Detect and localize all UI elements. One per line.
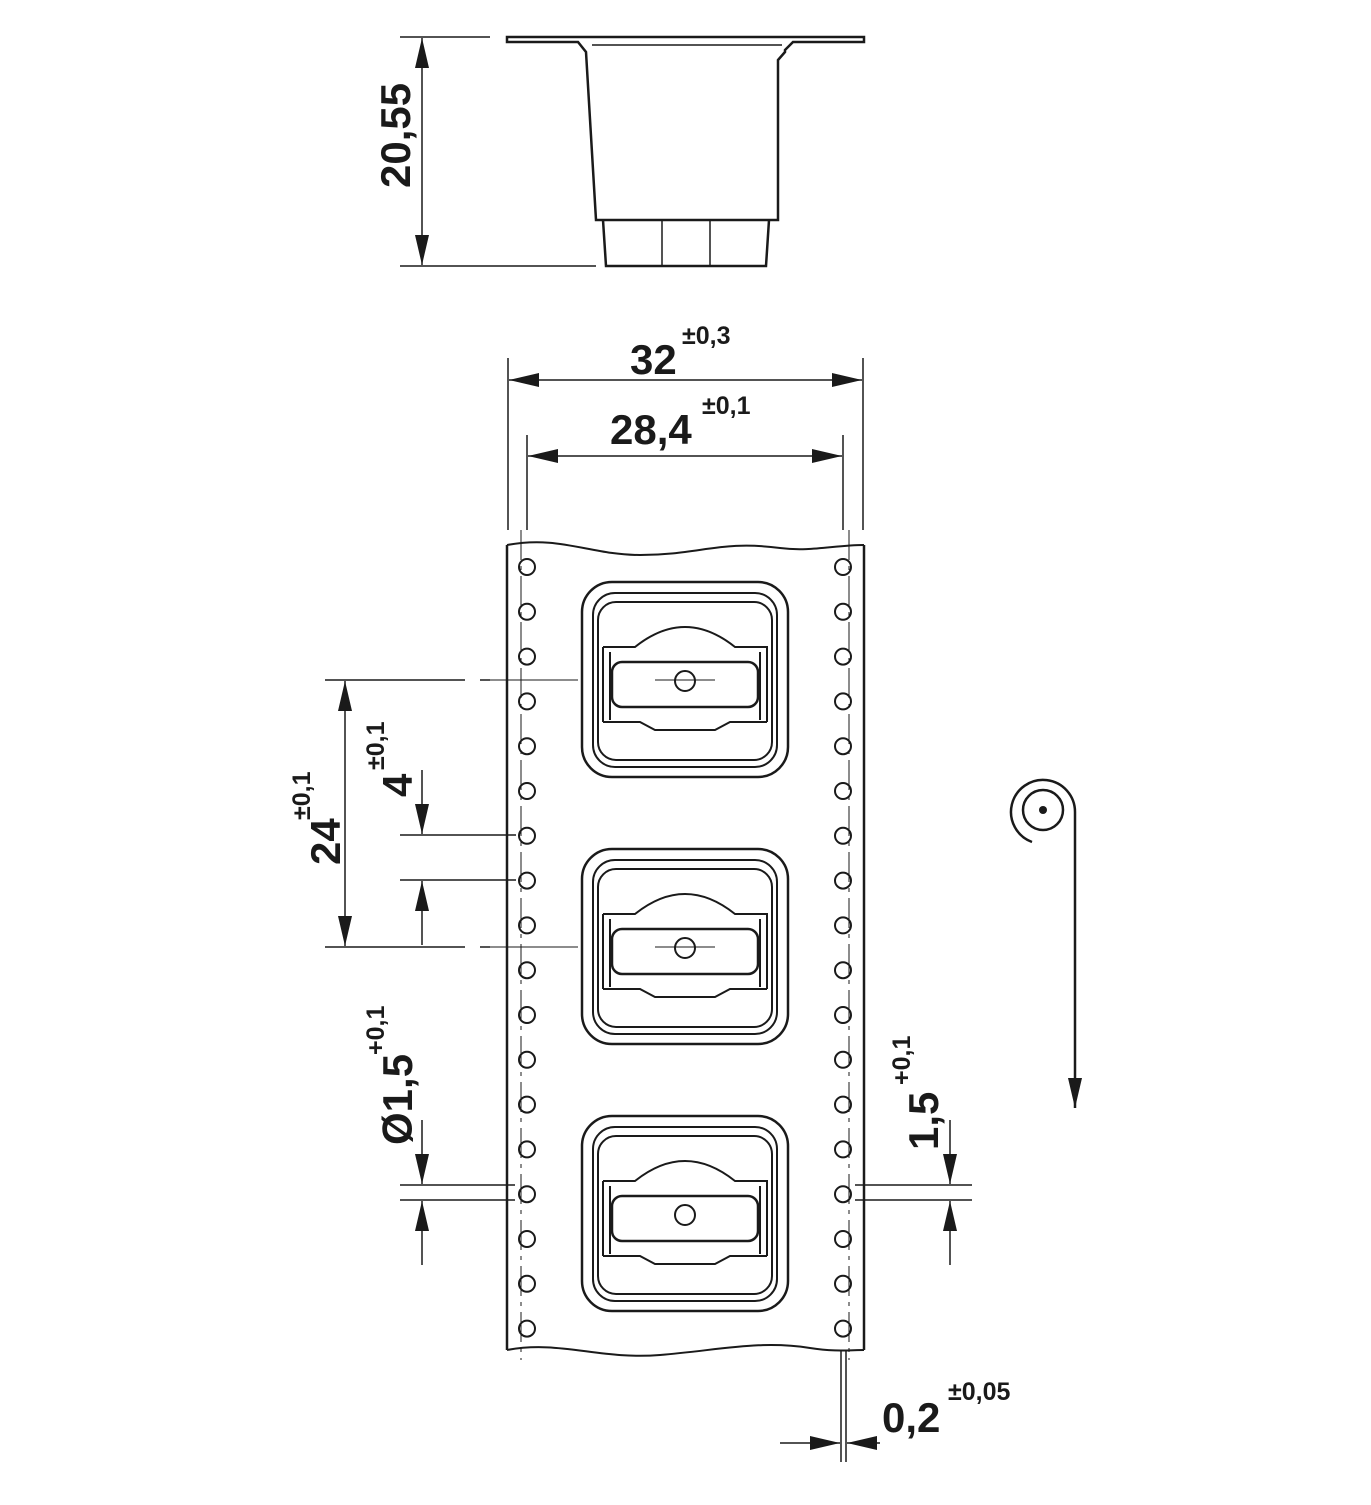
hole-diameter-tolerance: +0,1 bbox=[362, 1006, 390, 1055]
thickness-tolerance: ±0,05 bbox=[948, 1378, 1010, 1406]
hole-spacing-value: 28,4 bbox=[610, 406, 692, 453]
sprocket-hole bbox=[834, 558, 852, 576]
dimension-hole-diameter: Ø1,5 +0,1 bbox=[362, 1006, 515, 1265]
sprocket-holes-right bbox=[834, 558, 852, 1338]
sprocket-hole bbox=[834, 1274, 852, 1293]
sprocket-hole bbox=[518, 558, 536, 576]
tape-width-value: 32 bbox=[630, 336, 677, 383]
sprocket-hole bbox=[518, 782, 536, 800]
thickness-value: 0,2 bbox=[882, 1394, 940, 1441]
tape-pocket bbox=[580, 1114, 790, 1313]
hole-diameter-value: Ø1,5 bbox=[374, 1054, 421, 1145]
sprocket-hole bbox=[518, 647, 536, 666]
dimension-pocket-pitch: 24 ±0,1 bbox=[288, 679, 490, 948]
sprocket-hole bbox=[834, 782, 852, 800]
sprocket-hole bbox=[834, 1319, 852, 1338]
dimension-edge-offset: 1,5 +0,1 bbox=[855, 1036, 972, 1265]
reel-icon bbox=[1009, 778, 1077, 844]
pocket-pitch-tolerance: ±0,1 bbox=[288, 771, 316, 820]
dimension-tape-width: 32 ±0,3 bbox=[507, 322, 864, 530]
sprocket-hole bbox=[834, 1230, 852, 1248]
sprocket-hole bbox=[834, 647, 852, 666]
pocket-pitch-value: 24 bbox=[302, 818, 349, 865]
sprocket-hole bbox=[518, 602, 536, 621]
dimension-height: 20,55 bbox=[372, 36, 596, 267]
hole-pitch-tolerance: ±0,1 bbox=[362, 721, 390, 770]
sprocket-hole bbox=[518, 692, 536, 711]
sprocket-hole bbox=[834, 826, 852, 845]
dimension-hole-pitch: 4 ±0,1 bbox=[362, 721, 516, 945]
sprocket-hole bbox=[518, 826, 536, 845]
height-value: 20,55 bbox=[372, 83, 419, 188]
sprocket-hole bbox=[834, 1140, 852, 1159]
sprocket-hole bbox=[834, 1050, 852, 1069]
sprocket-hole bbox=[518, 1319, 536, 1338]
sprocket-hole bbox=[518, 916, 536, 935]
sprocket-hole bbox=[834, 1185, 852, 1204]
sprocket-holes-left bbox=[518, 558, 536, 1338]
carrier-tape bbox=[490, 530, 866, 1360]
edge-offset-tolerance: +0,1 bbox=[888, 1036, 916, 1085]
hole-pitch-value: 4 bbox=[374, 773, 421, 797]
edge-offset-value: 1,5 bbox=[900, 1092, 947, 1150]
sprocket-hole bbox=[518, 1140, 536, 1159]
sprocket-hole bbox=[834, 602, 852, 621]
sprocket-hole bbox=[518, 1230, 536, 1248]
sprocket-hole bbox=[518, 1095, 536, 1114]
sprocket-hole bbox=[518, 1274, 536, 1293]
sprocket-hole bbox=[518, 961, 536, 980]
sprocket-hole bbox=[518, 1006, 536, 1024]
sprocket-hole bbox=[834, 961, 852, 980]
sprocket-hole bbox=[834, 1095, 852, 1114]
sprocket-hole bbox=[518, 871, 536, 890]
sprocket-hole bbox=[834, 737, 852, 756]
sprocket-hole bbox=[518, 1050, 536, 1069]
sprocket-hole bbox=[834, 871, 852, 890]
sprocket-hole bbox=[518, 737, 536, 756]
sprocket-hole bbox=[518, 1185, 536, 1204]
sprocket-hole bbox=[834, 1006, 852, 1024]
dimension-thickness: 0,2 ±0,05 bbox=[780, 1350, 1010, 1462]
tape-width-tolerance: ±0,3 bbox=[682, 322, 730, 350]
sprocket-hole bbox=[834, 692, 852, 711]
part-side-view bbox=[505, 35, 866, 268]
dimension-hole-spacing: 28,4 ±0,1 bbox=[526, 392, 844, 530]
hole-spacing-tolerance: ±0,1 bbox=[702, 392, 751, 420]
sprocket-hole bbox=[834, 916, 852, 935]
